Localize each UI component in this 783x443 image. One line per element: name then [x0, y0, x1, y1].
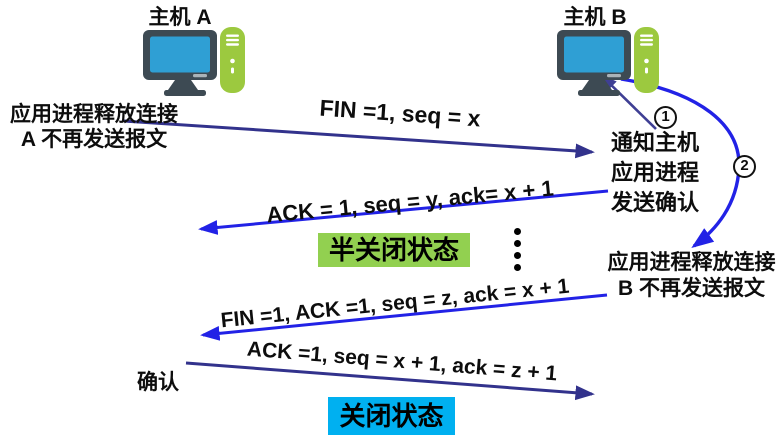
- note-confirm: 确认: [137, 371, 179, 394]
- host-a-label: 主机 A: [148, 6, 212, 29]
- closed-state-badge: 关闭状态: [328, 397, 455, 435]
- arrow-ack-b-to-a: [198, 189, 609, 235]
- half-closed-state-badge: 半关闭状态: [318, 233, 470, 267]
- step-1-badge: 1: [654, 106, 677, 129]
- vertical-ellipsis-icon: [514, 228, 521, 276]
- note-a-release-line2: A 不再发送报文: [20, 128, 168, 151]
- arrow-notify-host-b: [600, 74, 657, 130]
- step-2-badge: 2: [733, 155, 756, 178]
- computer-icon-b: [557, 27, 659, 96]
- note-b-release-line1: 应用进程释放连接: [607, 251, 776, 274]
- arrow-fin-b-to-a: [200, 293, 608, 341]
- computer-icon-a: [143, 27, 245, 96]
- arrow-fin-a-to-b: [123, 119, 595, 159]
- note-notify-line1: 通知主机: [610, 130, 699, 155]
- note-a-release-line1: 应用进程释放连接: [10, 103, 178, 126]
- note-b-release-line2: B 不再发送报文: [618, 277, 765, 300]
- note-b-release: 应用进程释放连接 B 不再发送报文: [600, 250, 783, 302]
- note-notify-line2: 应用进程: [610, 160, 699, 185]
- note-notify-line3: 发送确认: [610, 190, 699, 215]
- note-a-release: 应用进程释放连接 A 不再发送报文: [1, 102, 187, 152]
- arrow-ack-a-to-b: [185, 361, 595, 401]
- host-b-label: 主机 B: [563, 6, 627, 29]
- note-notify-b: 通知主机 应用进程 发送确认: [605, 128, 705, 218]
